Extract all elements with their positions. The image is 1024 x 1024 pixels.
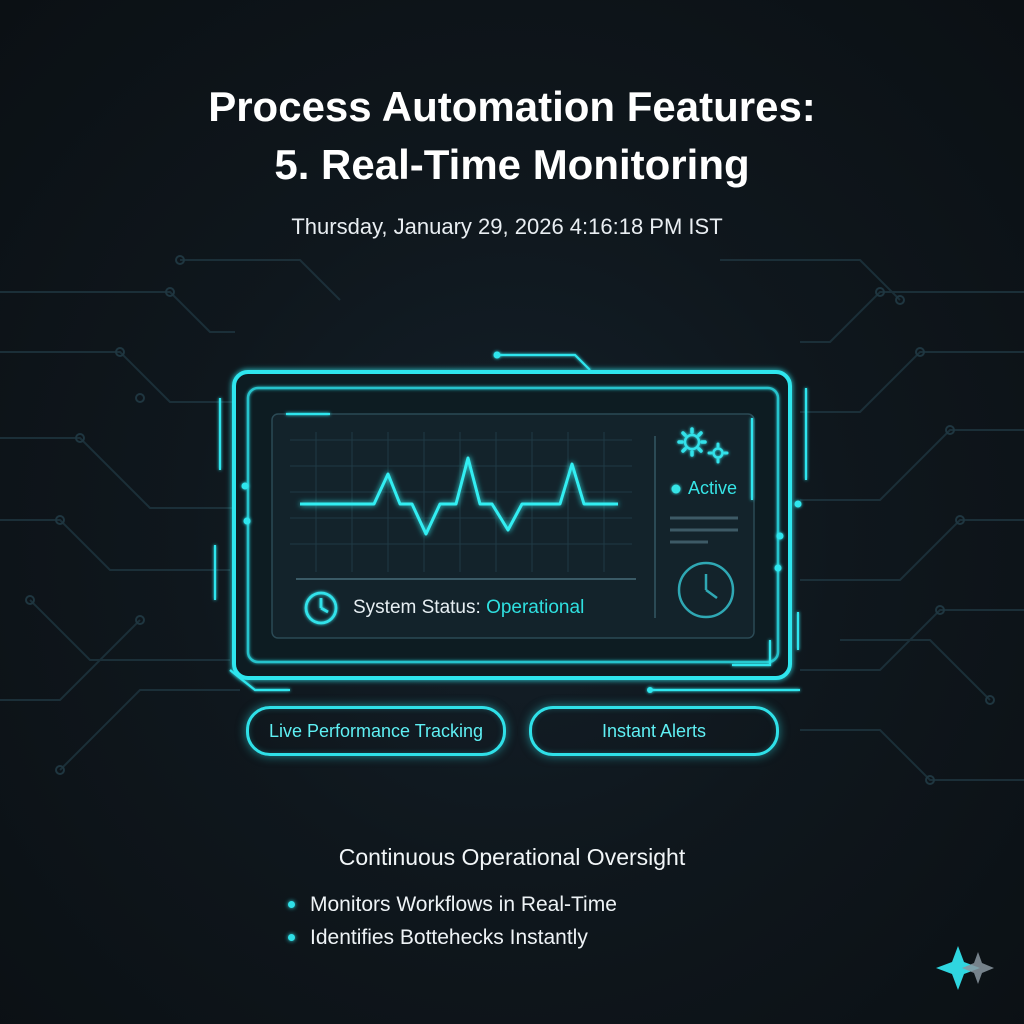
system-status-label: System Status: <box>353 597 481 618</box>
bullet-text: Monitors Workflows in Real-Time <box>310 893 617 916</box>
device-inner-frame <box>246 386 780 664</box>
bullet-text: Identifies Bottehecks Instantly <box>310 926 588 949</box>
page-title: Process Automation Features: 5. Real-Tim… <box>0 78 1024 194</box>
system-status-value: Operational <box>486 597 585 618</box>
bullet-dot-icon <box>288 934 295 941</box>
status-dot-icon <box>671 484 681 494</box>
list-item: Monitors Workflows in Real-Time <box>288 888 617 921</box>
summary-heading: Continuous Operational Oversight <box>338 844 686 870</box>
timestamp: Thursday, January 29, 2026 4:16:18 PM IS… <box>291 214 723 239</box>
bullet-dot-icon <box>288 901 295 908</box>
gears-icon <box>677 427 729 464</box>
large-clock-icon <box>677 561 735 619</box>
sparkle-icon <box>936 946 994 990</box>
heartbeat-waveform <box>300 456 618 536</box>
title-line-2: 5. Real-Time Monitoring <box>274 141 750 188</box>
clock-icon <box>304 591 338 625</box>
live-performance-tracking-button[interactable]: Live Performance Tracking <box>246 706 506 756</box>
list-item: Identifies Bottehecks Instantly <box>288 921 617 954</box>
active-status-label: Active <box>688 478 738 498</box>
device-screen <box>271 413 755 639</box>
title-line-1: Process Automation Features: <box>208 83 816 130</box>
system-status: System Status: Operational <box>353 597 584 619</box>
instant-alerts-button[interactable]: Instant Alerts <box>529 706 779 756</box>
feature-bullet-list: Monitors Workflows in Real-Time Identifi… <box>288 888 617 954</box>
